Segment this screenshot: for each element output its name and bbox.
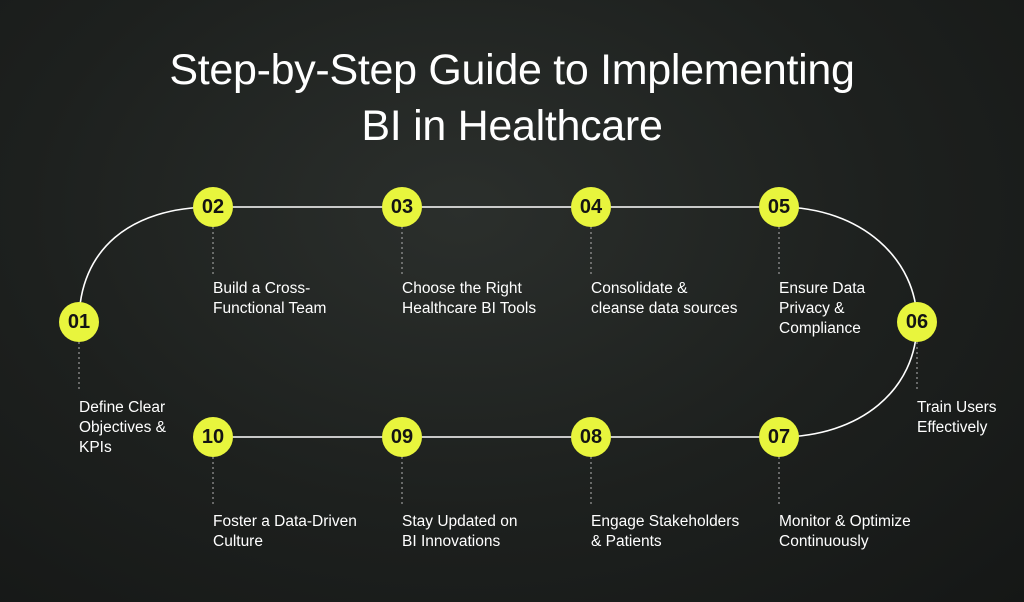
- step-02-label: Build a Cross- Functional Team: [213, 280, 327, 317]
- step-03-label: Choose the Right Healthcare BI Tools: [402, 280, 537, 317]
- step-04-label: Consolidate & cleanse data sources: [591, 280, 738, 317]
- step-05-label: Ensure Data Privacy & Compliance: [779, 280, 866, 337]
- step-08-badge: 08: [571, 417, 611, 457]
- step-03-badge: 03: [382, 187, 422, 227]
- step-08-label: Engage Stakeholders & Patients: [591, 513, 740, 550]
- step-10-label: Foster a Data-Driven Culture: [213, 513, 357, 550]
- connectors: [78, 227, 918, 507]
- step-06-label: Train Users Effectively: [917, 399, 997, 436]
- page-title: Step-by-Step Guide to Implementing BI in…: [0, 42, 1024, 154]
- step-01-label: Define Clear Objectives & KPIs: [79, 399, 167, 456]
- step-10-badge: 10: [193, 417, 233, 457]
- step-07-label: Monitor & Optimize Continuously: [779, 513, 911, 550]
- step-09-label: Stay Updated on BI Innovations: [402, 513, 518, 550]
- step-06-badge: 06: [897, 302, 937, 342]
- step-07-badge: 07: [759, 417, 799, 457]
- track-line: [78, 206, 918, 438]
- title-line-2: BI in Healthcare: [361, 102, 663, 150]
- step-09-badge: 09: [382, 417, 422, 457]
- step-05-badge: 05: [759, 187, 799, 227]
- step-01-badge: 01: [59, 302, 99, 342]
- title-line-1: Step-by-Step Guide to Implementing: [169, 46, 855, 94]
- step-04-badge: 04: [571, 187, 611, 227]
- step-02-badge: 02: [193, 187, 233, 227]
